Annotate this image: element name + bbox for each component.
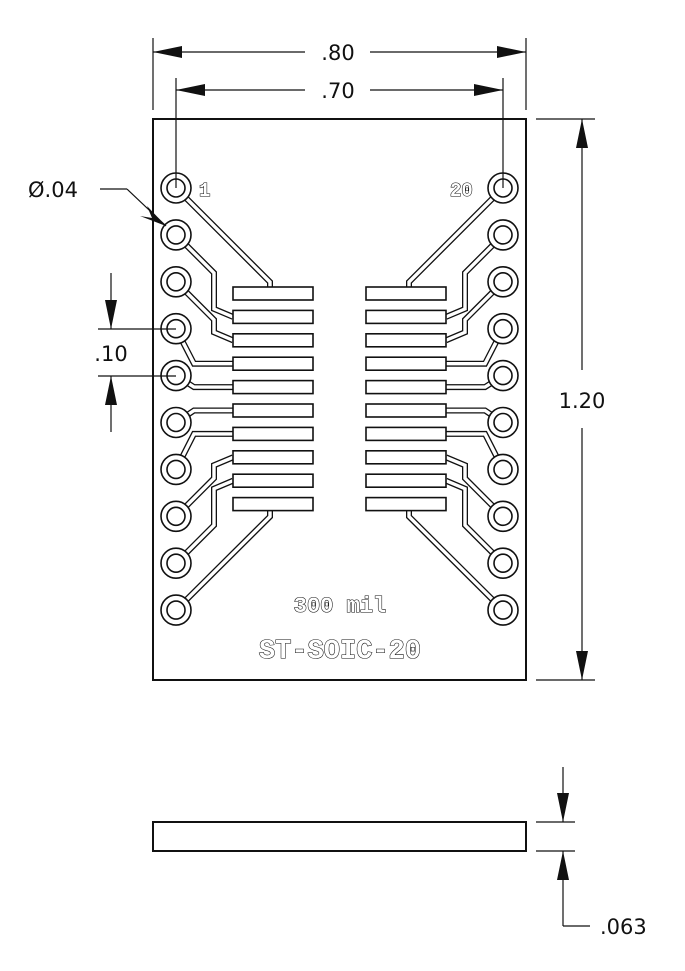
board-outline-top-view	[152, 118, 527, 681]
thickness-label: .063	[600, 915, 647, 939]
hole-drill-pin-2	[166, 225, 186, 245]
pad-pin-10	[232, 496, 314, 512]
hole-drill-pin-3	[166, 271, 186, 292]
overall-width-dimension: .80	[152, 38, 527, 110]
pad-pin-16	[365, 379, 447, 395]
trace-pin-1-fill	[174, 186, 272, 287]
arrow-right-icon	[497, 46, 526, 58]
hole-drill-pin-11	[493, 600, 513, 620]
arrow-left-icon	[176, 84, 205, 96]
trace-pin-20-fill	[407, 186, 505, 287]
arrow-left-icon	[153, 46, 182, 58]
trace-pin-8-fill	[174, 455, 234, 518]
trace-pin-13-fill	[445, 455, 505, 518]
pad-pin-6	[232, 403, 314, 418]
trace-pin-12-fill	[445, 479, 505, 565]
trace-pin-10-fill	[174, 510, 272, 612]
pad-pin-3	[232, 332, 314, 348]
arrow-down-icon	[557, 793, 569, 822]
arrow-up-icon	[557, 851, 569, 880]
pitch-label: .10	[94, 342, 127, 366]
arrow-down-icon	[105, 300, 117, 329]
trace-pin-2-fill	[174, 233, 234, 319]
hole-span-dimension: .70	[175, 78, 504, 188]
trace-pin-9-fill	[174, 479, 234, 565]
hole-drill-pin-16	[493, 365, 513, 386]
hole-diameter-callout: Ø.04	[28, 178, 167, 227]
hole-drill-pin-13	[493, 506, 513, 527]
pad-pin-14	[365, 426, 447, 442]
overall-width-label: .80	[321, 41, 354, 65]
hole-drill-pin-9	[166, 553, 186, 574]
pad-pin-4	[232, 356, 314, 372]
leader-arrow-icon	[140, 206, 166, 226]
arrow-right-icon	[474, 84, 503, 96]
pad-pin-2	[232, 309, 314, 325]
pad-pin-12	[365, 473, 447, 489]
pitch-dimension: .10	[94, 273, 176, 432]
pin-1-label: 1	[199, 180, 210, 202]
pad-pin-20	[365, 286, 447, 301]
pad-pin-13	[365, 449, 447, 465]
trace-pin-18-fill	[445, 280, 505, 342]
hole-drill-pin-10	[166, 600, 186, 620]
pin-20-label: 20	[450, 180, 473, 202]
hole-drill-pin-15	[493, 412, 513, 433]
pad-pin-19	[365, 309, 447, 325]
hole-drill-pin-17	[493, 318, 513, 339]
smd-pads	[232, 286, 447, 512]
pad-pin-9	[232, 473, 314, 489]
arrow-down-icon	[576, 651, 588, 680]
through-holes	[160, 172, 519, 626]
hole-span-label: .70	[321, 79, 354, 103]
hole-drill-pin-8	[166, 506, 186, 527]
hole-diameter-label: Ø.04	[28, 178, 78, 202]
arrow-up-icon	[576, 119, 588, 148]
pad-pin-17	[365, 356, 447, 372]
overall-height-label: 1.20	[559, 389, 606, 413]
thickness-dimension: .063	[536, 767, 647, 939]
pad-pin-11	[365, 496, 447, 512]
hole-drill-pin-19	[493, 225, 513, 245]
trace-pin-11-fill	[407, 510, 505, 612]
hole-drill-pin-7	[166, 459, 186, 480]
pad-pin-18	[365, 332, 447, 348]
pad-pin-8	[232, 449, 314, 465]
hole-drill-pin-18	[493, 271, 513, 292]
board-side-view	[152, 821, 527, 852]
pad-pin-15	[365, 403, 447, 418]
trace-pin-3-fill	[174, 280, 234, 342]
pad-pin-5	[232, 379, 314, 395]
hole-drill-pin-12	[493, 553, 513, 574]
package-size-label: 300 mil	[294, 594, 386, 619]
hole-drill-pin-14	[493, 459, 513, 480]
overall-height-dimension: 1.20	[536, 118, 606, 681]
trace-pin-19-fill	[445, 233, 505, 319]
pad-pin-1	[232, 286, 314, 301]
pad-pin-7	[232, 426, 314, 442]
arrow-up-icon	[105, 376, 117, 405]
hole-drill-pin-6	[166, 412, 186, 433]
board-part-number: ST-SOIC-20	[259, 637, 421, 667]
